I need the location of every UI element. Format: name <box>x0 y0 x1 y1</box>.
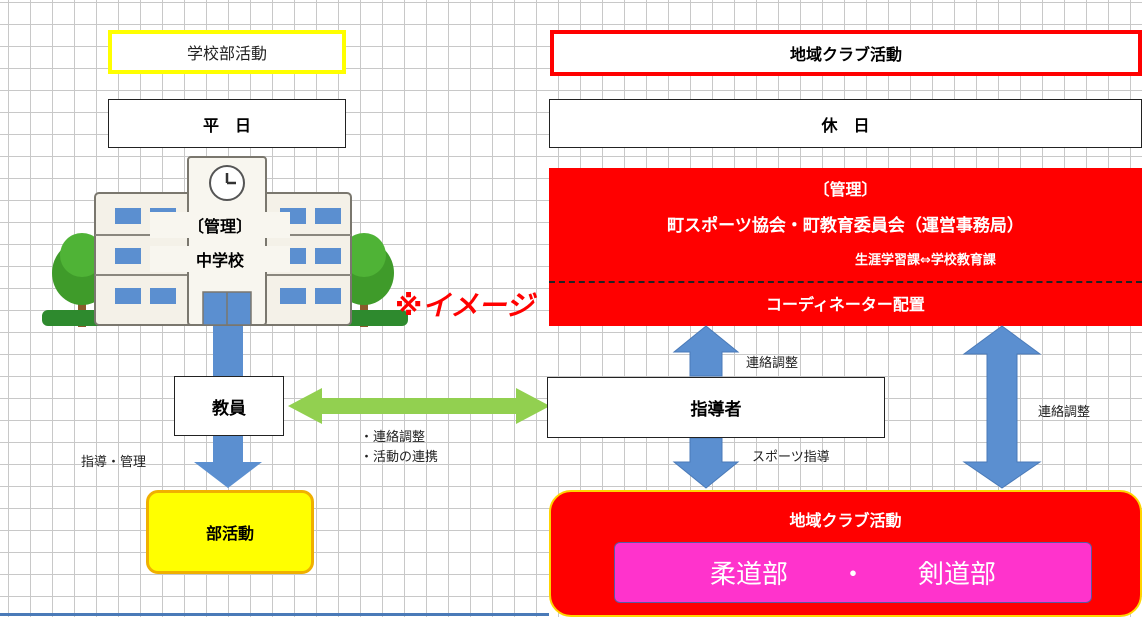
weekday-label: 平 日 <box>202 115 251 135</box>
community-club-header-label: 地域クラブ活動 <box>789 45 902 64</box>
mgmt-label: 〔管理〕 <box>813 180 878 199</box>
holiday-label: 休 日 <box>821 115 870 135</box>
mgmt-org: 町スポーツ協会・町教育委員会（運営事務局） <box>667 215 1024 236</box>
school-mgmt-label: 〔管理〕 <box>150 212 290 238</box>
contact-label-1: 連絡調整 <box>746 356 799 371</box>
green-double-arrow <box>288 388 550 424</box>
teacher-box: 教員 <box>174 376 284 436</box>
contact-label-2: 連絡調整 <box>1038 405 1091 420</box>
school-club-header: 学校部活動 <box>108 30 346 74</box>
management-block <box>549 168 1142 326</box>
middle-line-1: ・連絡調整 <box>360 430 426 445</box>
holiday-box: 休 日 <box>549 99 1142 148</box>
contact-arrow-up <box>672 325 740 377</box>
school-club-box: 部活動 <box>146 490 314 574</box>
right-double-arrow <box>962 325 1042 489</box>
school-name-label: 中学校 <box>150 246 290 272</box>
coordinator-label: コーディネーター配置 <box>766 295 925 314</box>
image-note: ※イメージ <box>395 289 534 322</box>
school-down-arrow <box>213 326 243 378</box>
school-club-header-label: 学校部活動 <box>186 44 267 63</box>
middle-line-2: ・活動の連携 <box>360 450 439 465</box>
community-club-title: 地域クラブ活動 <box>789 511 902 530</box>
coach-box: 指導者 <box>547 377 885 438</box>
mgmt-sub: 生涯学習課⇔学校教育課 <box>855 253 996 268</box>
bottom-border <box>0 613 549 616</box>
divider <box>549 281 1142 283</box>
teacher-down-arrow <box>194 436 262 488</box>
guidance-arrow-down <box>672 437 740 489</box>
club-items-box: 柔道部 ・ 剣道部 <box>614 542 1092 603</box>
clock-icon <box>209 165 245 201</box>
community-club-header: 地域クラブ活動 <box>550 30 1142 76</box>
weekday-box: 平 日 <box>108 99 346 148</box>
guidance-label: 指導・管理 <box>81 455 147 470</box>
sports-guidance-label: スポーツ指導 <box>752 450 830 465</box>
